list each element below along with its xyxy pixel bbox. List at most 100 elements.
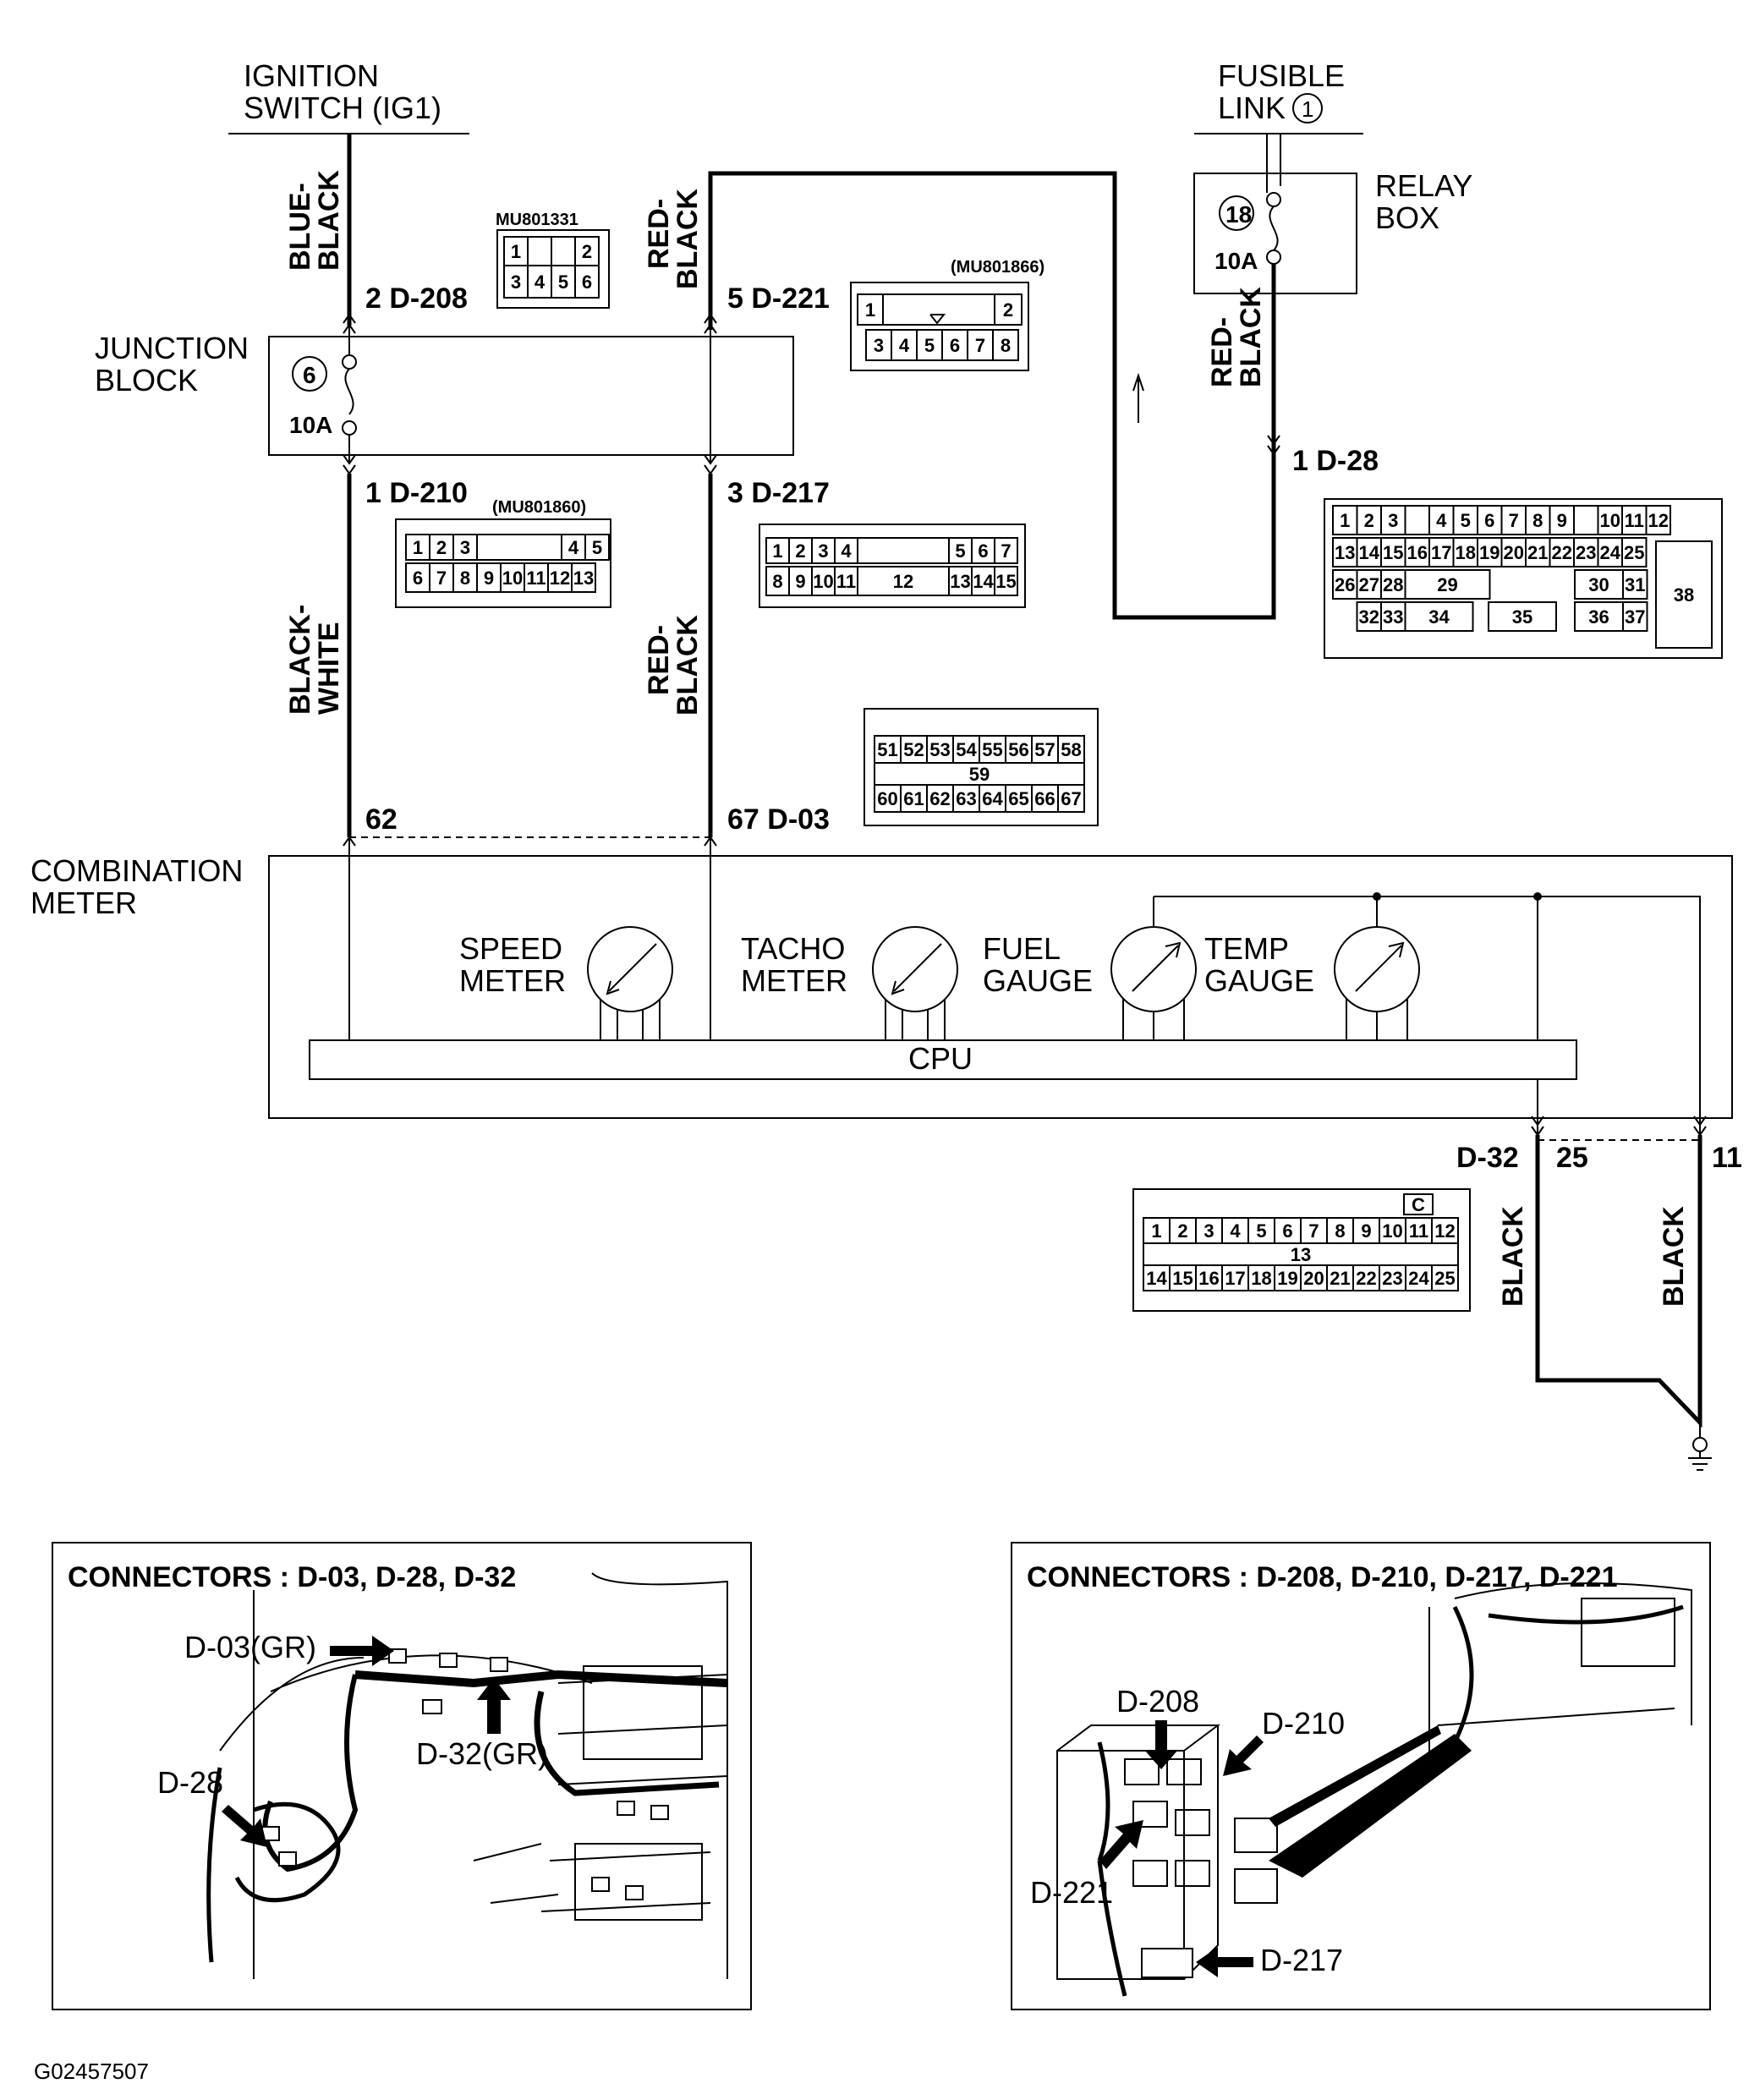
connector-pin-label: 11 (1625, 510, 1644, 531)
svg-text:D-03(GR): D-03(GR) (184, 1630, 316, 1664)
connector-pin-label: 37 (1625, 606, 1645, 628)
combination-meter: COMBINATION METER CPU SPEED METER TACHO … (30, 853, 1733, 1119)
connector-pin-label: 4 (568, 537, 579, 558)
connector-pin-label: 11 (526, 567, 546, 589)
connector-pin-label: 64 (982, 788, 1003, 809)
connector-pin-cell (994, 566, 1018, 596)
connector-pin-label: 7 (1509, 510, 1519, 531)
svg-text:BLOCK: BLOCK (95, 363, 198, 398)
connector-pin-cell (574, 265, 600, 299)
svg-text:WHITE: WHITE (313, 622, 345, 715)
connector-pin-label: 53 (929, 739, 950, 760)
svg-text:D-32: D-32 (1456, 1142, 1519, 1174)
connector-pin-label: 26 (1335, 574, 1355, 595)
connector-pin-label: 8 (1001, 335, 1011, 356)
connector-pin-cell (1403, 1193, 1434, 1215)
svg-text:D-208: D-208 (1116, 1684, 1199, 1719)
connector-pin-cell (994, 293, 1023, 326)
connector-pin-label: 9 (1361, 1220, 1371, 1242)
connector-pin-label: 61 (903, 788, 924, 809)
connector-pin-label: 5 (1256, 1220, 1266, 1242)
connector-pin-label: 13 (950, 571, 970, 592)
svg-text:BLACK: BLACK (672, 189, 704, 289)
connector-pin-label: 28 (1383, 574, 1403, 595)
connector-pin-label: 7 (1308, 1220, 1319, 1242)
connector-pin-label: 3 (1203, 1220, 1214, 1242)
connector-pin-label: 22 (1356, 1268, 1376, 1289)
connector-pin-label: 1 (1151, 1220, 1161, 1242)
connector-pin-label: 15 (1172, 1268, 1193, 1289)
connector-pin-label: 2 (1364, 510, 1374, 531)
connector-pin-cell (994, 537, 1018, 564)
connector-pin-label: 32 (1359, 606, 1379, 628)
connector-pin-label: 31 (1625, 574, 1645, 595)
connector-pin-label: 1 (772, 540, 782, 562)
wire-ground (1531, 1116, 1712, 1471)
connector-pin-label: 6 (1282, 1220, 1292, 1242)
connector-pin-label: 25 (1624, 542, 1644, 563)
svg-text:5 D-221: 5 D-221 (727, 282, 830, 315)
connector-pin-label: 3 (818, 540, 828, 562)
connector-pin-label: 33 (1383, 606, 1403, 628)
connector-pin-label: 4 (841, 540, 852, 562)
connector-pin-label: 27 (1359, 574, 1379, 595)
connector-pin-label: 51 (877, 739, 897, 760)
svg-text:RED-: RED- (643, 625, 675, 695)
connector-pin-label: 16 (1407, 542, 1428, 563)
svg-text:BLACK: BLACK (1658, 1206, 1690, 1307)
connector-pin-cell (992, 329, 1019, 361)
connector-pin-label: 19 (1277, 1268, 1297, 1289)
svg-text:SPEED: SPEED (459, 931, 562, 966)
relay-box: 18 10A RELAY BOX (1193, 134, 1472, 294)
connector-pin-label: 36 (1588, 606, 1609, 628)
connector-pin-label: 7 (436, 567, 447, 589)
connector-pin-label: 4 (535, 271, 546, 293)
svg-text:TEMP: TEMP (1204, 931, 1289, 966)
connector-pin-label: 65 (1008, 788, 1028, 809)
svg-text:D-32(GR): D-32(GR) (416, 1736, 548, 1771)
connector-pin-label: 3 (511, 271, 521, 293)
connector-pin-label: 3 (874, 335, 884, 356)
connector-pin-label: 60 (877, 788, 897, 809)
svg-text:11: 11 (1712, 1142, 1742, 1174)
ignition-switch-label: IGNITION SWITCH (IG1) (228, 58, 469, 134)
connector-pin-label: 58 (1061, 739, 1081, 760)
connector-pin-label: 10 (813, 571, 833, 592)
svg-text:D-28: D-28 (157, 1765, 223, 1800)
connector-pin-label: 9 (1557, 510, 1567, 531)
connector-pin-label: 5 (955, 540, 965, 562)
wire-red-black-to-meter-67 (704, 454, 717, 1040)
connector-pin-label: 17 (1225, 1268, 1245, 1289)
svg-text:1 D-210: 1 D-210 (365, 477, 468, 509)
svg-text:RELAY: RELAY (1375, 168, 1472, 203)
svg-text:CONNECTORS : D-208, D-210, D-2: CONNECTORS : D-208, D-210, D-217, D-221 (1027, 1561, 1617, 1593)
svg-text:COMBINATION: COMBINATION (30, 853, 243, 888)
connector-pin-label: 24 (1408, 1268, 1429, 1289)
connector-pin-label: 20 (1504, 542, 1524, 563)
connector-pin-label: 6 (950, 335, 960, 356)
svg-text:25: 25 (1556, 1142, 1588, 1174)
svg-text:D-221: D-221 (1030, 1875, 1113, 1910)
svg-text:BOX: BOX (1375, 200, 1439, 235)
connector-pin-label: 8 (1335, 1220, 1345, 1242)
connector-pin-cell (1488, 601, 1557, 632)
connector-pin-label: 1 (511, 241, 521, 262)
connector-pin-label: 20 (1303, 1268, 1324, 1289)
svg-text:BLACK: BLACK (1497, 1206, 1529, 1307)
connector-pin-label: 66 (1034, 788, 1055, 809)
wire-red-black-main (704, 171, 1280, 620)
connector-pin-label: 5 (1461, 510, 1471, 531)
connector-pin-label: 14 (1146, 1268, 1167, 1289)
connector-pin-cell (551, 236, 576, 266)
connector-pin-label: 59 (969, 764, 990, 785)
connector-pin-cell (1645, 505, 1671, 535)
connector-pin-label: 2 (795, 540, 805, 562)
svg-text:10A: 10A (1214, 248, 1258, 274)
terminal-labels: 2 D-208 5 D-221 1 D-210 3 D-217 62 67 D-… (365, 282, 1742, 1174)
svg-text:BLACK-: BLACK- (284, 605, 316, 715)
connector-pin-label: 15 (1383, 542, 1403, 563)
